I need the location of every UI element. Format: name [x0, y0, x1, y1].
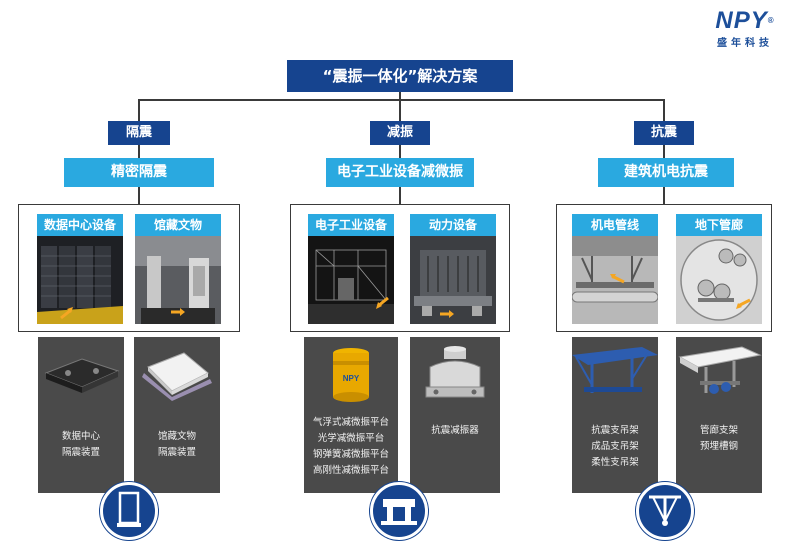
- power-equipment-photo: [410, 236, 496, 324]
- mep-pipeline-photo: [572, 236, 658, 324]
- data-center-photo: [37, 236, 123, 324]
- connector-line: [663, 99, 665, 122]
- connector-line: [399, 187, 401, 204]
- logo-subtitle: 盛年科技: [717, 38, 773, 49]
- solution-precision-isolation: 精密隔震: [64, 158, 214, 187]
- panel-line: 管廊支架: [699, 425, 738, 436]
- seismic-hanger-icon: [636, 482, 694, 540]
- product-panel-relics: 馆藏文物 隔震装置: [134, 337, 220, 493]
- connector-line: [399, 92, 401, 100]
- panel-line: 柔性支吊架: [591, 457, 639, 468]
- solution-mep-seismic: 建筑机电抗震: [598, 158, 734, 187]
- connector-line: [399, 99, 401, 122]
- relics-isolation-product-image: [142, 352, 212, 401]
- seismic-hanger-product-image: [572, 347, 658, 393]
- seismic-damper-product-image: [425, 346, 485, 398]
- isolation-cabinet-icon: [100, 482, 158, 540]
- panel-line: 成品支吊架: [591, 441, 639, 452]
- panel-line: 抗震减振器: [431, 425, 479, 436]
- diagram-title: “震振一体化”解决方案: [287, 60, 513, 92]
- connector-line: [138, 187, 140, 204]
- connector-line: [138, 99, 664, 101]
- connector-line: [663, 144, 665, 158]
- product-panel-tunnel: 管廊支架 预埋槽钢: [676, 337, 762, 493]
- photo-label-relics: 馆藏文物: [135, 214, 221, 236]
- registered-mark: ®: [767, 16, 775, 25]
- product-panel-damper: 抗震减振器: [410, 337, 500, 493]
- panel-line: 抗震支吊架: [591, 425, 639, 436]
- product-brand-label: NPY: [343, 374, 360, 383]
- panel-line: 气浮式减微振平台: [312, 417, 389, 428]
- connector-line: [399, 144, 401, 158]
- panel-line: 隔震装置: [157, 447, 196, 458]
- solution-electronics-damping: 电子工业设备减微振: [326, 158, 474, 187]
- photo-label-power: 动力设备: [410, 214, 496, 236]
- connector-line: [138, 144, 140, 158]
- category-isolation: 隔震: [108, 121, 170, 145]
- panel-line: 数据中心: [61, 431, 100, 442]
- category-damping: 减振: [370, 121, 430, 145]
- panel-line: 预埋槽钢: [699, 441, 738, 452]
- vibration-platform-icon: [370, 482, 428, 540]
- photo-label-electronics: 电子工业设备: [308, 214, 394, 236]
- panel-line: 光学减微振平台: [317, 433, 385, 444]
- connector-line: [663, 187, 665, 204]
- utility-tunnel-photo: [676, 236, 762, 324]
- panel-line: 馆藏文物: [157, 431, 196, 442]
- isolation-bearing-product-image: [44, 358, 120, 393]
- photo-label-tunnel: 地下管廊: [676, 214, 762, 236]
- panel-line: 高刚性减微振平台: [312, 465, 389, 476]
- air-spring-product-image: NPY: [333, 348, 369, 402]
- logo-brand: NPY: [715, 7, 768, 34]
- product-panel-datacenter: 数据中心 隔震装置: [38, 337, 124, 493]
- connector-line: [138, 99, 140, 122]
- electronics-equipment-photo: [308, 236, 394, 324]
- tunnel-bracket-product-image: [678, 346, 762, 394]
- npy-logo: NPY® 盛年科技: [700, 8, 790, 58]
- photo-label-data-center: 数据中心设备: [37, 214, 123, 236]
- category-seismic: 抗震: [634, 121, 694, 145]
- product-panel-platforms: NPY 气浮式减微振平台 光学减微振平台 钢弹簧减微振平台 高刚性减微振平台: [304, 337, 398, 493]
- panel-line: 隔震装置: [61, 447, 100, 458]
- product-panel-hangers: 抗震支吊架 成品支吊架 柔性支吊架: [572, 337, 658, 493]
- museum-relics-photo: [135, 236, 221, 324]
- photo-label-mep: 机电管线: [572, 214, 658, 236]
- panel-line: 钢弹簧减微振平台: [312, 449, 389, 460]
